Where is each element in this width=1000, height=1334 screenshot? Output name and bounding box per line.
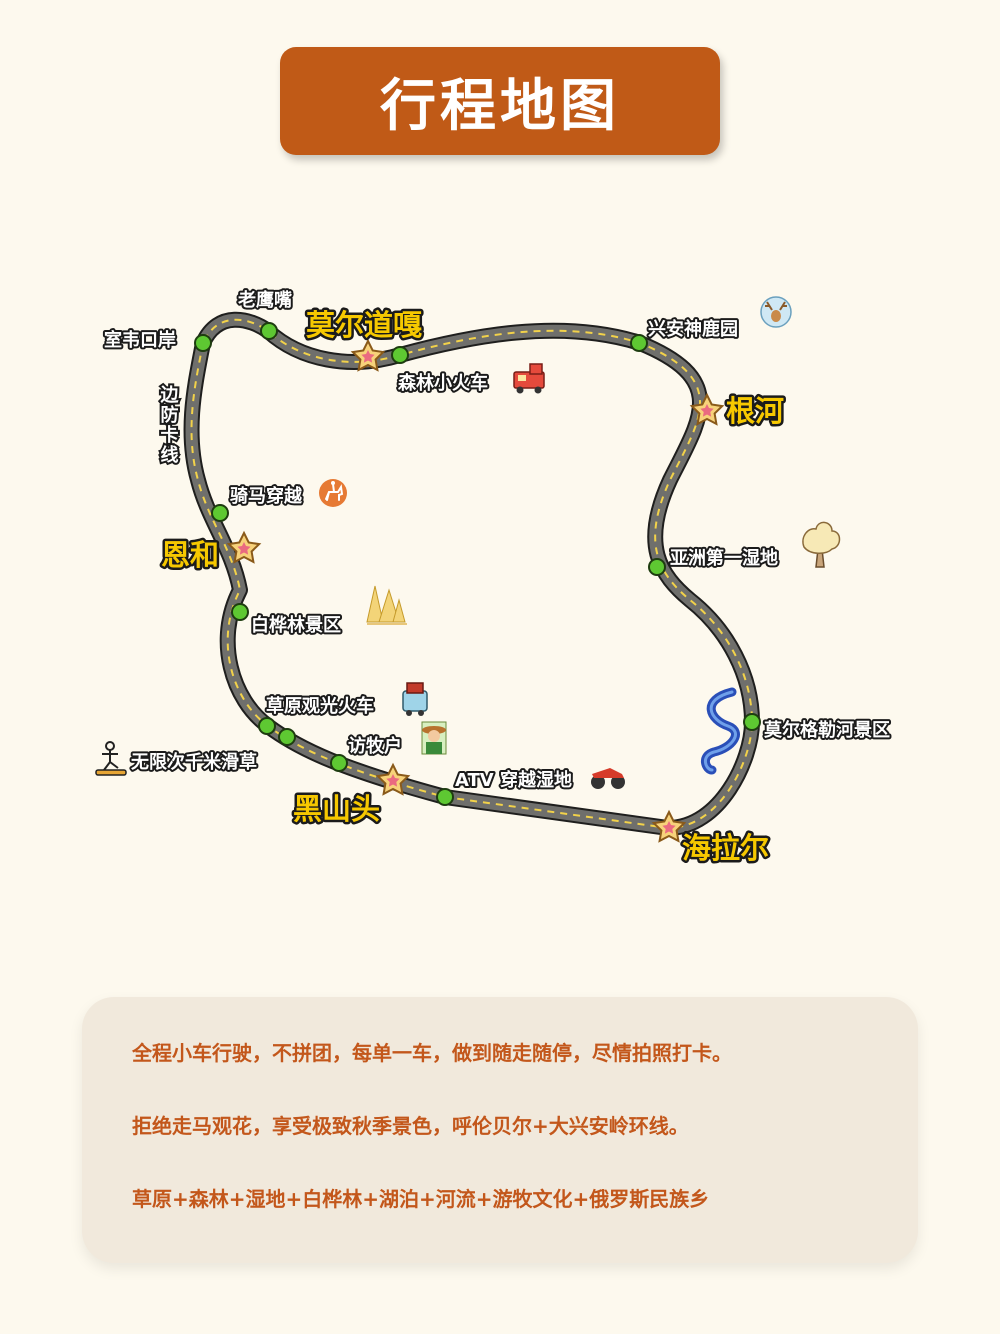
town-label-enhe: 恩和 <box>161 538 219 572</box>
toy-train-icon <box>513 363 545 394</box>
stop-dot-yazhou[interactable] <box>648 558 666 576</box>
stop-label-atv: ATV 穿越湿地 <box>455 769 572 791</box>
info-line-3: 草原+森林+湿地+白桦林+湖泊+河流+游牧文化+俄罗斯民族乡 <box>132 1187 710 1211</box>
stop-label-yazhou: 亚洲第一湿地 <box>670 547 778 569</box>
info-panel: 全程小车行驶，不拼团，每单一车，做到随走随停，尽情拍照打卡。 拒绝走马观花，享受… <box>82 997 918 1263</box>
deer-icon <box>760 296 792 328</box>
route-lane-marking <box>190 318 754 830</box>
stop-dot-laoyingzui[interactable] <box>260 322 278 340</box>
stop-label-xingan: 兴安神鹿园 <box>648 318 738 340</box>
stop-dot-atv[interactable] <box>436 788 454 806</box>
route-road <box>185 313 758 834</box>
title-banner: 行程地图 <box>280 47 720 155</box>
stop-label-senlin: 森林小火车 <box>398 372 488 394</box>
stop-dot-huacao[interactable] <box>278 728 296 746</box>
page-title: 行程地图 <box>380 73 620 139</box>
stop-dot-fangmu[interactable] <box>330 754 348 772</box>
stop-dot-moergele[interactable] <box>743 713 761 731</box>
farmer-icon <box>421 721 447 755</box>
town-label-moerdaoga: 莫尔道嘎 <box>306 308 422 342</box>
locomotive-icon <box>402 682 428 716</box>
stop-label-fangmu: 访牧户 <box>348 735 402 757</box>
star-heishantou[interactable] <box>375 762 411 796</box>
tree-icon <box>802 521 841 568</box>
town-label-heishantou: 黑山头 <box>293 792 380 826</box>
river-icon <box>701 687 740 775</box>
stop-label-baihua: 白桦林景区 <box>251 614 341 636</box>
stop-label-caoyuan: 草原观光火车 <box>266 695 374 717</box>
stop-dot-xingan[interactable] <box>630 334 648 352</box>
horse-riding-icon <box>319 479 347 507</box>
stop-dot-caoyuan[interactable] <box>258 717 276 735</box>
town-label-hailaer: 海拉尔 <box>682 831 769 865</box>
stop-dot-shiwei[interactable] <box>194 334 212 352</box>
route-label-border: 边防卡线 <box>158 385 180 465</box>
route-map: 莫尔道嘎 根河 恩和 黑山头 海拉尔 老鹰嘴 室韦口岸 森林小火车 兴安神鹿园 … <box>95 287 892 868</box>
river-icon-highlight <box>704 690 737 772</box>
stop-label-qima: 骑马穿越 <box>230 485 303 507</box>
atv-icon <box>591 768 625 789</box>
grass-sliding-icon <box>95 741 127 776</box>
town-label-genhe: 根河 <box>726 394 784 428</box>
stop-label-shiwei: 室韦口岸 <box>104 329 176 351</box>
star-genhe[interactable] <box>689 392 725 426</box>
star-enhe[interactable] <box>226 530 262 564</box>
birch-forest-icon <box>366 585 407 625</box>
stop-dot-qima[interactable] <box>211 504 229 522</box>
info-line-2: 拒绝走马观花，享受极致秋季景色，呼伦贝尔+大兴安岭环线。 <box>132 1114 689 1138</box>
stop-dots <box>194 322 761 806</box>
stop-dot-baihua[interactable] <box>231 603 249 621</box>
stop-label-moergele: 莫尔格勒河景区 <box>763 719 890 741</box>
star-hailaer[interactable] <box>651 809 687 843</box>
stop-label-huacao: 无限次千米滑草 <box>131 751 257 773</box>
star-moerdaoga[interactable] <box>350 338 386 372</box>
town-stars <box>226 338 725 843</box>
stop-dot-senlin[interactable] <box>391 346 409 364</box>
stop-label-laoyingzui: 老鹰嘴 <box>238 289 292 311</box>
info-line-1: 全程小车行驶，不拼团，每单一车，做到随走随停，尽情拍照打卡。 <box>132 1041 732 1065</box>
